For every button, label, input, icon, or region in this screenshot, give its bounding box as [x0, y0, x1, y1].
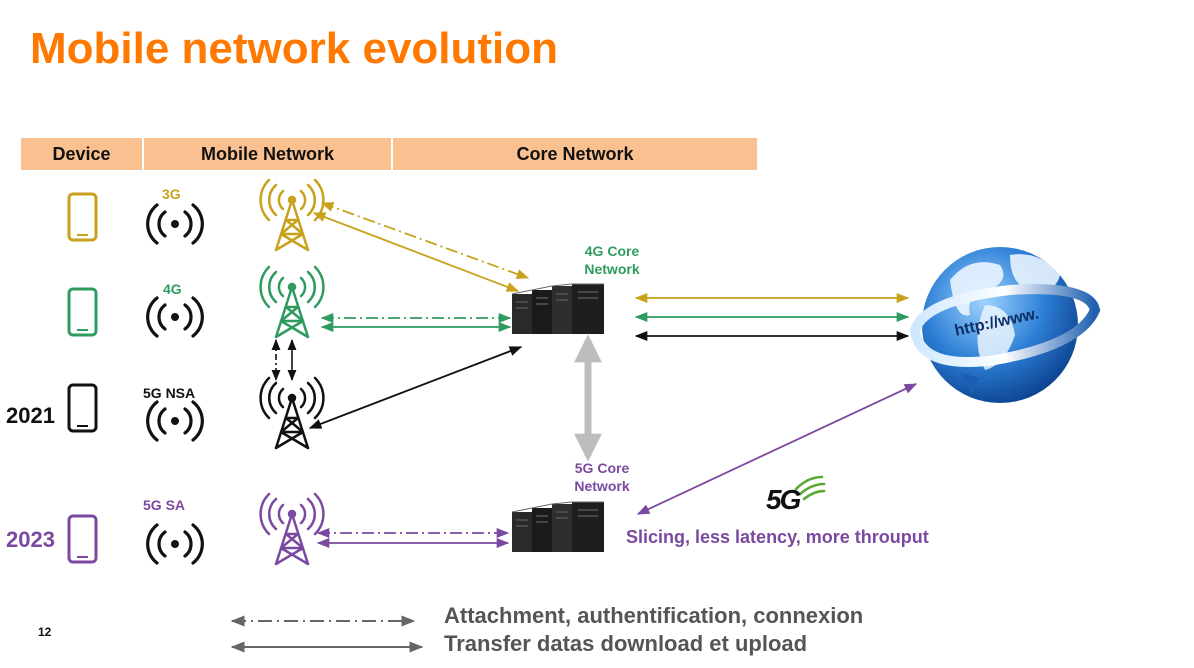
- tower-icon-3g: [259, 178, 325, 252]
- tagline-5g-sa: Slicing, less latency, more throuput: [626, 527, 929, 547]
- radio-wave-icon-4g: [146, 296, 204, 338]
- header-core-network: Core Network: [393, 138, 757, 170]
- internet-globe-icon: [909, 247, 1101, 403]
- arrow-3g-data: [312, 212, 520, 292]
- radio-wave-icon-5g-nsa: [146, 400, 204, 442]
- header-device: Device: [21, 138, 142, 170]
- phone-icon-3g: [67, 192, 98, 242]
- page-title: Mobile network evolution: [30, 24, 559, 73]
- header-mobile-network: Mobile Network: [144, 138, 391, 170]
- legend-dashed-label: Attachment, authentification, connexion: [444, 603, 864, 628]
- tech-label-5g-nsa: 5G NSA: [143, 385, 196, 401]
- server-icon-4g-core: [511, 283, 604, 334]
- tech-label-5g-sa: 5G SA: [143, 497, 186, 513]
- phone-icon-5g-sa: [67, 514, 98, 564]
- radio-wave-icon-5g-sa: [146, 523, 204, 565]
- radio-wave-icon-3g: [146, 203, 204, 245]
- phone-icon-5g-nsa: [67, 383, 98, 433]
- badge-5g-text: 5G: [766, 484, 801, 515]
- legend-solid-label: Transfer datas download et upload: [444, 631, 808, 656]
- core-label-5g: 5G Core Network: [574, 460, 630, 494]
- tower-icon-5g-sa: [259, 492, 325, 566]
- tech-label-3g: 3G: [162, 186, 181, 202]
- server-icon-5g-core: [511, 501, 604, 552]
- year-label-2023: 2023: [6, 527, 55, 552]
- tower-icon-5g-nsa: [259, 376, 325, 450]
- page-number: 12: [38, 625, 52, 639]
- arrow-5g-core-internet: [636, 383, 918, 515]
- phone-icon-4g: [67, 287, 98, 337]
- year-label-2021: 2021: [6, 403, 55, 428]
- arrow-5g-nsa-data: [308, 346, 523, 429]
- badge-5g-waves: [794, 475, 826, 501]
- arrow-3g-signaling: [320, 202, 530, 279]
- tech-label-4g: 4G: [163, 281, 182, 297]
- core-label-4g: 4G Core Network: [584, 243, 640, 277]
- tower-icon-4g: [259, 265, 325, 339]
